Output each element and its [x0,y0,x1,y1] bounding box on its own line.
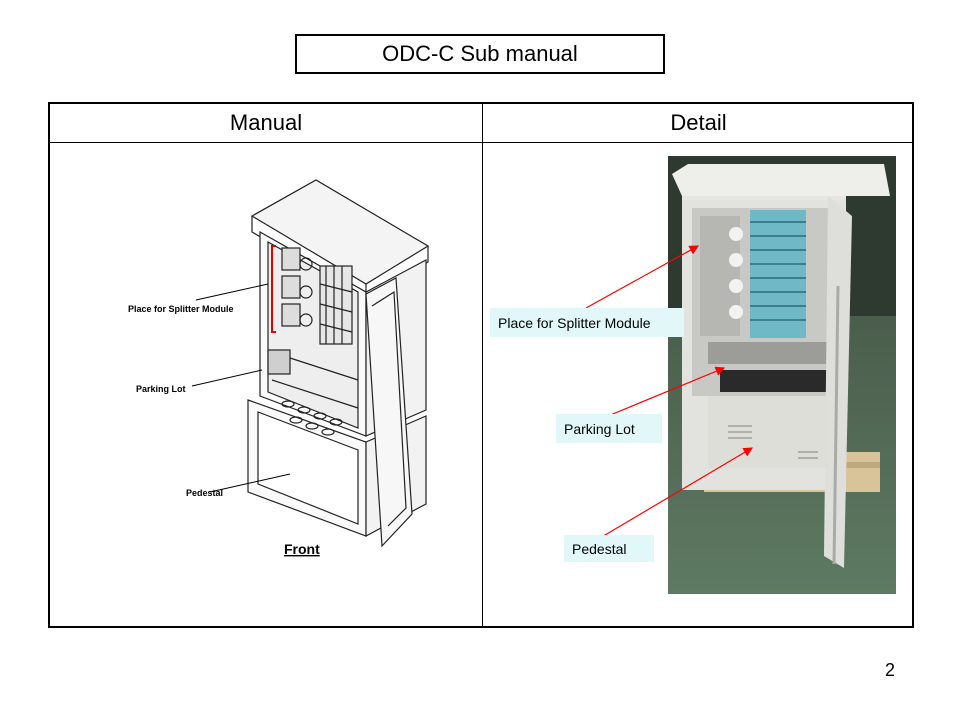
cabinet-photo [668,156,896,594]
manual-label-pedestal: Pedestal [186,488,223,498]
cabinet-line-drawing: Place for Splitter Module Parking Lot Pe… [128,179,430,557]
header-manual: Manual [229,110,303,135]
slide-title: ODC-C Sub manual [295,34,665,74]
splitter-highlight [271,245,276,333]
header-detail: Detail [670,110,727,135]
manual-label-parking: Parking Lot [136,384,186,394]
callout-pedestal: Pedestal [564,535,654,562]
callout-parking: Parking Lot [556,414,662,443]
manual-label-front: Front [284,541,320,557]
page-number: 2 [885,660,896,680]
column-divider [482,104,483,626]
header-divider [50,142,912,143]
manual-label-splitter: Place for Splitter Module [128,304,234,314]
manual-detail-table: Manual Detail [48,102,914,628]
callout-splitter: Place for Splitter Module [490,308,684,337]
